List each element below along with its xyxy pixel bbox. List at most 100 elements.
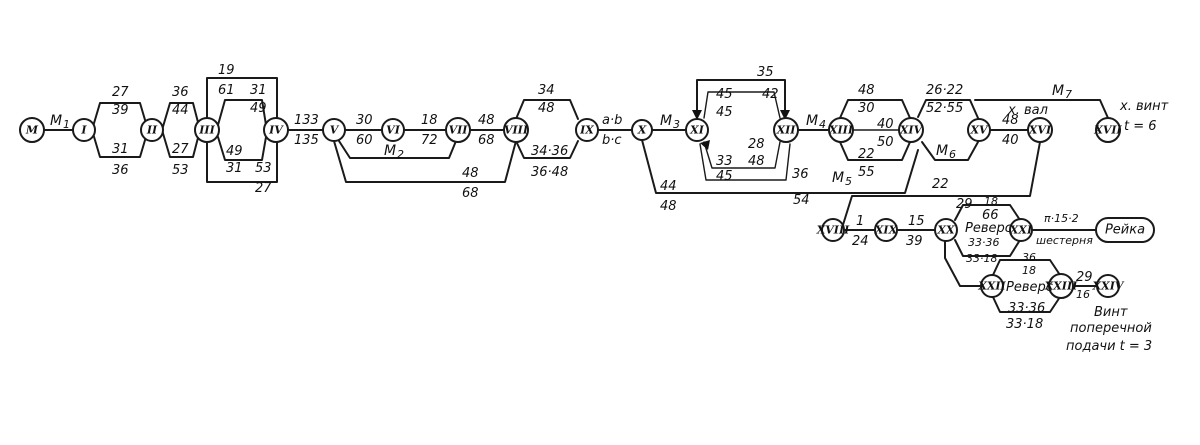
svg-text:II: II — [146, 124, 158, 137]
svg-text:IV: IV — [268, 124, 284, 137]
svg-text:XXIII: XXIII — [1044, 280, 1078, 293]
node-XXI: XXI — [1009, 218, 1033, 242]
label-iii-iv-t4: 49 — [250, 101, 267, 116]
label-xix-xx-den: 39 — [906, 234, 923, 249]
label-v-vi-num: 30 — [356, 113, 373, 128]
label-ii-iii-top-den: 44 — [172, 103, 189, 118]
label-x-xviii-den: 48 — [660, 199, 677, 214]
label-iii-iv-t3: 31 — [250, 83, 267, 98]
label-m3: M — [660, 113, 672, 129]
label-xxiii-xxiv-den: 16 — [1076, 288, 1090, 301]
label-m3-sub: 3 — [673, 118, 680, 131]
node-IX: IX — [575, 118, 599, 142]
label-t6: t = 6 — [1124, 119, 1157, 134]
label-vii-viii-den: 68 — [478, 133, 495, 148]
label-viii-ix-top-num: 34 — [538, 83, 555, 98]
node-II: II — [140, 118, 164, 142]
label-v-viii-num: 48 — [462, 166, 479, 181]
label-rev2-b: 18 — [1022, 264, 1036, 277]
svg-text:XIII: XIII — [828, 124, 854, 137]
label-x-xviii-num: 44 — [660, 179, 677, 194]
svg-text:XXI: XXI — [1009, 224, 1033, 237]
label-xi-xii-top: 35 — [757, 65, 774, 80]
svg-text:XXIV: XXIV — [1092, 280, 1125, 293]
arrow-heads — [692, 110, 790, 150]
node-XX: XX — [934, 218, 958, 242]
label-i-ii-top-den: 39 — [112, 103, 129, 118]
label-iii-iv-b2: 31 — [226, 161, 243, 176]
node-XXII: XXII — [977, 274, 1007, 298]
label-iii-iv-t2: 61 — [218, 83, 235, 98]
node-XII: XII — [773, 117, 799, 143]
node-XI: XI — [685, 118, 709, 142]
label-iii-iv-b3: 53 — [255, 161, 272, 176]
label-xi-xii-a: 45 — [716, 87, 733, 102]
label-xiii-xiv-top-num: 48 — [858, 83, 875, 98]
label-v-vi-den: 60 — [356, 133, 373, 148]
svg-text:Рейка: Рейка — [1105, 223, 1145, 238]
svg-text:I: I — [80, 124, 87, 137]
label-m4-sub: 4 — [819, 118, 826, 131]
label-iii-iv-b4: 27 — [255, 181, 272, 196]
label-rev1-d: 33·18 — [966, 252, 998, 265]
label-iv-v-den: 135 — [294, 133, 319, 148]
node-III: III — [194, 117, 220, 143]
label-v-viii-den: 68 — [462, 186, 479, 201]
node-XIX: XIX — [874, 218, 898, 242]
label-xviii-xix-num: 1 — [856, 214, 864, 229]
node-XXIII: XXIII — [1044, 273, 1078, 299]
node-M: M — [19, 117, 45, 143]
label-i-ii-bot-num: 31 — [112, 142, 129, 157]
label-xv-xvi-den: 40 — [1002, 133, 1019, 148]
node-XIV: XIV — [898, 117, 924, 143]
label-viii-ix-top-den: 48 — [538, 101, 555, 116]
label-xi-xiii-a: 36 — [792, 167, 809, 182]
node-XIII: XIII — [828, 117, 854, 143]
node-I: I — [72, 118, 96, 142]
label-rev1-b: 66 — [982, 208, 999, 223]
node-VI: VI — [381, 118, 405, 142]
svg-text:XVI: XVI — [1028, 124, 1052, 137]
label-m2: M — [384, 143, 396, 159]
svg-text:X: X — [637, 124, 647, 137]
gear-ratio-labels: M 1 27 39 31 36 36 44 27 53 19 61 31 49 … — [50, 63, 1169, 354]
label-xiii-xiv-bot-den: 55 — [858, 165, 875, 180]
label-xiv-xv-num: 26·22 — [926, 83, 963, 98]
label-m2-sub: 2 — [397, 148, 404, 161]
svg-text:XV: XV — [969, 124, 989, 137]
label-i-ii-bot-den: 36 — [112, 163, 129, 178]
label-m7: M — [1052, 83, 1064, 99]
label-ix-x-den: b·c — [602, 133, 622, 148]
label-xvi-xvii-a: 22 — [932, 177, 949, 192]
shaft-connections — [44, 77, 1109, 313]
node-XVII: XVII — [1093, 117, 1123, 143]
label-m1: M — [50, 113, 62, 129]
node-VII: VII — [445, 117, 471, 143]
label-xv-xvi-num: 48 — [1002, 113, 1019, 128]
label-pinion: π·15·2 — [1044, 212, 1079, 225]
label-x-vint: х. винт — [1119, 99, 1169, 114]
label-xviii-xix-den: 24 — [852, 234, 869, 249]
label-rev1-top: 29 — [956, 197, 973, 212]
svg-text:V: V — [330, 124, 340, 137]
svg-text:IX: IX — [579, 124, 594, 137]
label-cross-feed-1: Винт — [1094, 305, 1128, 320]
label-xix-xx-num: 15 — [908, 214, 925, 229]
label-m7-sub: 7 — [1065, 88, 1072, 101]
label-xi-xii-c: 45 — [716, 105, 733, 120]
label-xiii-xiv-bot-num: 22 — [858, 147, 875, 162]
label-xiii-xiv-mid-num: 40 — [877, 117, 894, 132]
label-ii-iii-bot-den: 53 — [172, 163, 189, 178]
label-vi-vii-num: 18 — [421, 113, 438, 128]
label-viii-ix-bot-den: 36·48 — [531, 165, 568, 180]
node-XV: XV — [967, 118, 991, 142]
label-revers-1: Реверс — [965, 221, 1012, 236]
svg-text:VII: VII — [449, 124, 469, 137]
svg-text:XVIII: XVIII — [816, 224, 850, 237]
svg-text:XVII: XVII — [1093, 124, 1122, 137]
rack-box: Рейка — [1095, 217, 1155, 243]
label-m1-sub: 1 — [63, 118, 70, 131]
label-m6: M — [936, 143, 948, 159]
label-xi-xii-e: 33 — [716, 154, 733, 169]
node-XVIII: XVIII — [816, 218, 850, 242]
